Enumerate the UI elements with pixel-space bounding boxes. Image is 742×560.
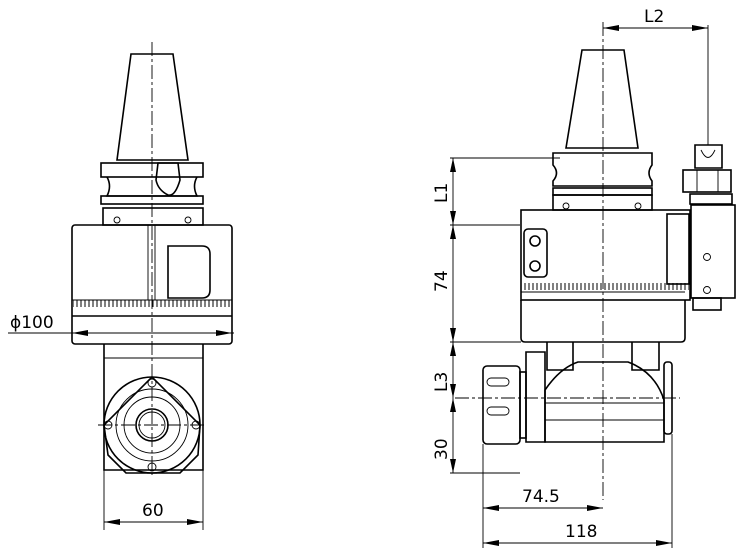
side-neck xyxy=(546,342,574,371)
arrow xyxy=(450,398,456,412)
arrow xyxy=(656,540,672,546)
side-clamp-collar xyxy=(689,193,733,205)
arrow xyxy=(587,505,603,511)
side-pin-hole xyxy=(562,202,570,210)
front-view: ϕ100 60 xyxy=(8,42,234,530)
side-adapter-ring xyxy=(552,194,653,211)
side-clamp-block xyxy=(666,213,690,285)
l2-label: L2 xyxy=(644,7,664,27)
overall-length-label: 118 xyxy=(565,522,597,542)
arrow xyxy=(692,25,708,31)
front-body xyxy=(71,224,233,345)
front-label-plate xyxy=(167,245,211,299)
collet-height-label: 30 xyxy=(432,438,452,460)
side-neck xyxy=(631,342,660,371)
side-bolt xyxy=(529,260,541,272)
side-bolt xyxy=(529,235,541,247)
arrow xyxy=(483,505,499,511)
arrow xyxy=(450,342,456,356)
side-pin-hole xyxy=(634,202,642,210)
side-body xyxy=(520,209,691,301)
arrow xyxy=(104,519,120,525)
side-head-flange xyxy=(525,351,546,443)
front-pin-hole xyxy=(113,216,121,224)
front-screw xyxy=(147,378,157,388)
front-flange xyxy=(100,162,204,178)
arrow xyxy=(450,384,456,398)
l1-label: L1 xyxy=(432,183,452,203)
side-angle-scale xyxy=(522,283,689,290)
front-taper-shank xyxy=(116,53,189,161)
diameter-label: ϕ100 xyxy=(10,313,54,333)
front-drive-key xyxy=(155,162,181,196)
width-label: 60 xyxy=(142,501,164,521)
side-flange xyxy=(552,152,653,187)
front-flange-lower xyxy=(100,195,204,205)
side-clamp-nut xyxy=(682,169,732,193)
arrow xyxy=(450,225,456,239)
arrow xyxy=(72,330,88,336)
arrow xyxy=(450,158,456,172)
collet-slot xyxy=(486,377,510,387)
collet-offset-label: 74.5 xyxy=(522,487,560,507)
arrow xyxy=(187,519,203,525)
side-clamp-bottom-nut xyxy=(692,297,722,311)
side-clamp-hole xyxy=(703,253,711,261)
side-clamp-screw-head xyxy=(694,144,723,169)
arrow xyxy=(483,540,499,546)
side-bolt-plate xyxy=(523,228,548,278)
side-clamp-housing xyxy=(690,204,736,299)
side-clamp-slot xyxy=(700,149,716,158)
arrow xyxy=(216,330,232,336)
side-view: L1 74 L3 30 L2 74.5 118 xyxy=(432,7,736,548)
arrow xyxy=(450,211,456,225)
front-screw xyxy=(147,462,157,472)
body-height-label: 74 xyxy=(432,270,452,292)
collet-slot xyxy=(486,406,510,416)
l3-label: L3 xyxy=(432,372,452,392)
front-angle-scale xyxy=(73,300,231,307)
side-clamp-hole xyxy=(703,286,711,294)
side-flange-lower xyxy=(552,187,653,196)
side-head-housing xyxy=(544,361,665,443)
side-lower-body xyxy=(520,300,686,343)
side-collet-ring xyxy=(519,371,527,439)
arrow xyxy=(450,328,456,342)
front-housing-chamfer xyxy=(103,375,201,474)
front-pin-hole xyxy=(184,216,192,224)
front-head-housing xyxy=(103,344,204,471)
arrow xyxy=(450,459,456,473)
side-taper-shank xyxy=(565,49,639,149)
arrow xyxy=(603,25,619,31)
